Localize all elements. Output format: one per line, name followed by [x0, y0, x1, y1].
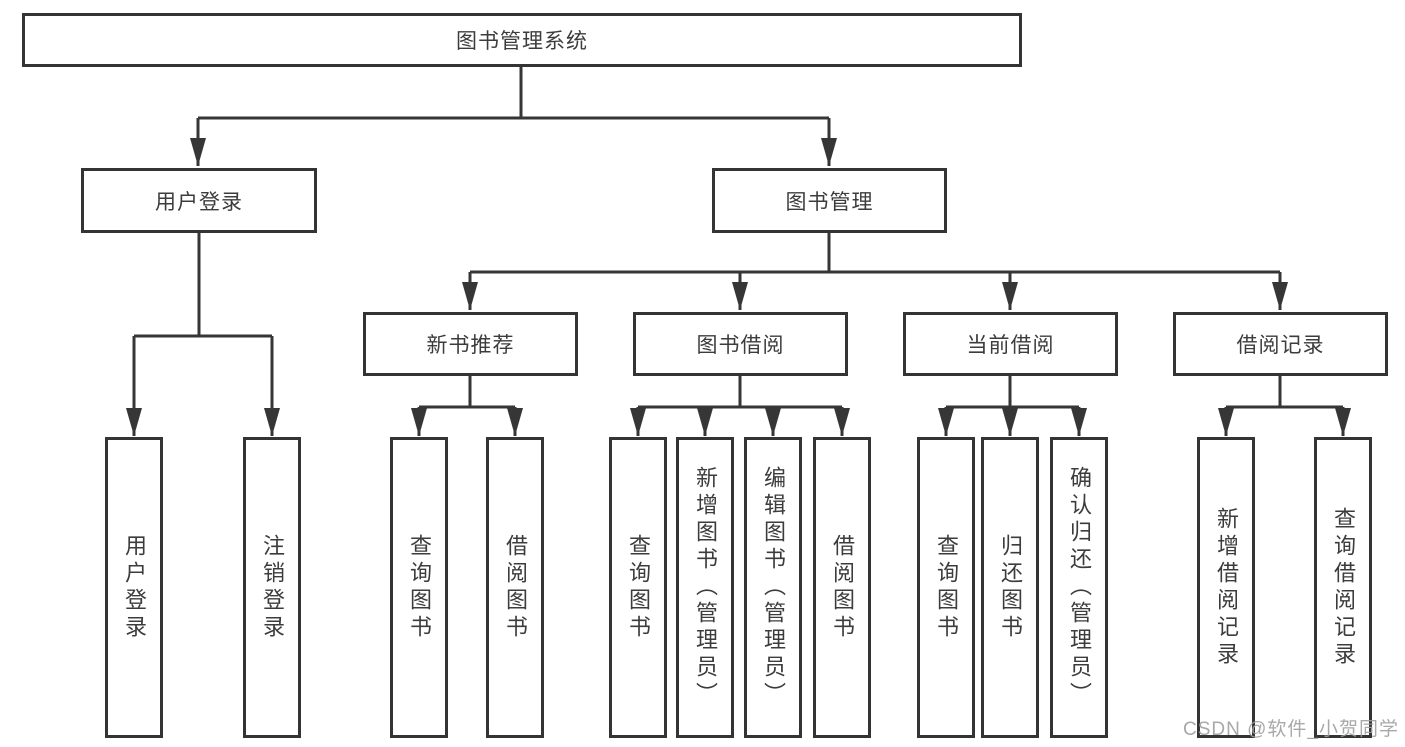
leaf-user-login: 用户登录: [105, 437, 163, 738]
leaf-logout: 注销登录: [243, 437, 301, 738]
leaf-cb-query-books: 查询图书: [917, 437, 975, 738]
node-borrow-records: 借阅记录: [1173, 312, 1388, 376]
leaf-bb-edit-books-admin: 编辑图书（管理员）: [744, 437, 802, 738]
leaf-br-query-record: 查询借阅记录: [1314, 437, 1372, 738]
connector-current-borrow-to-leaves: [938, 376, 1087, 436]
leaf-bb-query-books: 查询图书: [609, 437, 667, 738]
node-new-book-recommend: 新书推荐: [363, 312, 578, 376]
leaf-bb-add-books-admin: 新增图书（管理员）: [676, 437, 734, 738]
leaf-br-add-record: 新增借阅记录: [1197, 437, 1255, 738]
leaf-cb-confirm-return-admin: 确认归还（管理员）: [1050, 437, 1108, 738]
connector-root-to-level2: [190, 67, 837, 166]
node-user-login-branch: 用户登录: [81, 168, 317, 233]
connector-user-login-to-leaves: [126, 233, 280, 436]
watermark: CSDN @软件_小贺同学: [1183, 719, 1399, 740]
leaf-bb-borrow-books: 借阅图书: [813, 437, 871, 738]
node-current-borrow: 当前借阅: [903, 312, 1118, 376]
leaf-nbr-borrow-books: 借阅图书: [486, 437, 544, 738]
node-book-management: 图书管理: [712, 168, 947, 233]
connector-book-borrow-to-leaves: [630, 376, 850, 436]
connector-borrow-records-to-leaves: [1218, 376, 1351, 436]
connector-new-book-recommend-to-leaves: [411, 376, 523, 436]
node-root: 图书管理系统: [22, 13, 1022, 67]
leaf-cb-return-books: 归还图书: [981, 437, 1039, 738]
connector-book-mgmt-to-level3: [462, 233, 1288, 310]
leaf-nbr-query-books: 查询图书: [390, 437, 448, 738]
node-book-borrow: 图书借阅: [633, 312, 848, 376]
